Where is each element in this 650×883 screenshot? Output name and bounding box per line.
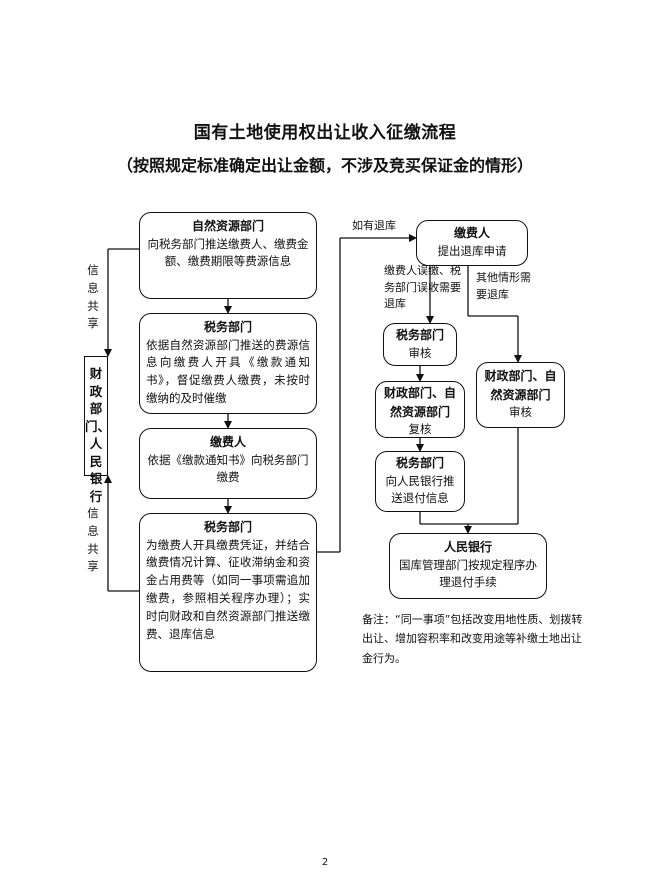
box-heading: 税务部门	[203, 520, 252, 534]
box-heading: 人民银行	[443, 540, 492, 554]
page-subtitle: （按照规定标准确定出让金额，不涉及竞买保证金的情形）	[116, 156, 533, 175]
box-text: 依据《缴款通知书》向税务部门缴费	[147, 452, 309, 485]
box-text: 依据自然资源部门推送的费源信息向缴费人开具《缴款通知书》，督促缴费人缴费，未按时…	[146, 337, 310, 406]
remark-note: 备注：“同一事项”包括改变用地性质、划拨转出让、增加容积率和改变用途等补缴土地出…	[362, 613, 583, 665]
box-heading: 税务部门	[203, 320, 252, 334]
page-number: 2	[321, 857, 329, 868]
box-heading: 财政部门、自然资源部门	[484, 369, 557, 402]
payer-pay-box: 缴费人 依据《缴款通知书》向税务部门缴费	[139, 428, 317, 499]
box-text: 复核	[408, 422, 432, 437]
box-text: 提出退库申请	[437, 243, 507, 258]
finance-bank-box: 财政部门、人民银行	[84, 356, 110, 504]
peoples-bank-box: 人民银行 国库管理部门按规定程序办理退付手续	[389, 533, 547, 599]
box-heading: 税务部门	[395, 328, 444, 342]
tax-dept-notice-box: 税务部门 依据自然资源部门推送的费源信息向缴费人开具《缴款通知书》，督促缴费人缴…	[139, 313, 317, 414]
box-text: 国库管理部门按规定程序办理退付手续	[399, 557, 537, 590]
tax-review-box: 税务部门 审核	[383, 323, 457, 366]
box-heading: 财政部门、自然资源部门	[383, 386, 456, 419]
box-heading: 税务部门	[395, 456, 444, 470]
box-heading: 缴费人	[453, 226, 490, 240]
page-title: 国有土地使用权出让收入征缴流程	[193, 123, 457, 143]
info-share-label-top: 信息共享	[87, 263, 99, 331]
branch-label-left: 缴费人误缴、税务部门误收需要退库	[384, 264, 461, 310]
tax-dept-receipt-box: 税务部门 为缴费人开具缴费凭证，并结合缴费情况计算、征收滞纳金和资金占用费等（如…	[139, 513, 317, 672]
info-share-label-bottom: 信息共享	[87, 506, 99, 574]
finance-review-box: 财政部门、自然资源部门 审核	[476, 362, 565, 428]
box-heading: 自然资源部门	[191, 219, 264, 233]
payer-refund-box: 缴费人 提出退库申请	[416, 220, 528, 266]
box-text: 为缴费人开具缴费凭证，并结合缴费情况计算、征收滞纳金和资金占用费等（如同一事项需…	[146, 537, 310, 641]
tax-push-box: 税务部门 向人民银行推送退付信息	[375, 451, 465, 512]
box-heading: 缴费人	[209, 435, 246, 449]
finance-recheck-box: 财政部门、自然资源部门 复核	[375, 381, 465, 438]
box-text: 审核	[408, 345, 432, 360]
box-text: 向人民银行推送退付信息	[385, 473, 455, 506]
branch-label-right: 其他情形需要退库	[476, 271, 531, 301]
box-text: 审核	[509, 405, 532, 420]
natural-resources-dept-box: 自然资源部门 向税务部门推送缴费人、缴费金额、缴费期限等费源信息	[139, 212, 317, 299]
refund-condition-label: 如有退库	[352, 219, 396, 232]
box-text: 向税务部门推送缴费人、缴费金额、缴费期限等费源信息	[147, 236, 309, 269]
